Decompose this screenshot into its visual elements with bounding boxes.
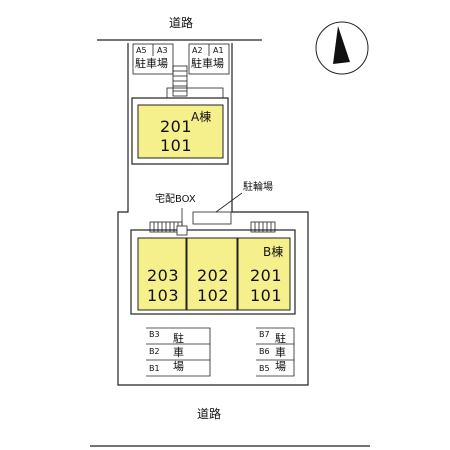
top-road-label: 道路 <box>169 16 194 30</box>
bicycle-parking-area <box>192 211 232 225</box>
building-a-outline <box>131 97 229 165</box>
building-a-label: A棟 <box>191 110 212 124</box>
unit-number: 201 <box>250 266 283 285</box>
north-arrow-icon <box>315 21 369 75</box>
bicycle-parking-leader <box>215 192 243 213</box>
building-b-unit-block-3 <box>237 237 291 311</box>
stairs-building-a <box>166 65 224 99</box>
building-b-unit-block-2 <box>186 237 238 311</box>
parking-lot-bottom-left <box>146 327 211 377</box>
unit-number: 102 <box>197 286 230 305</box>
parking-lot-label-char: 駐 <box>275 332 286 345</box>
building-a-unit-block <box>137 104 224 159</box>
site-boundary <box>117 43 309 386</box>
parking-code: A5 <box>136 46 147 55</box>
unit-number: 201 <box>160 117 193 136</box>
parking-code: A1 <box>213 46 224 55</box>
unit-number: 103 <box>147 286 180 305</box>
parking-lot-label-char: 駐 <box>173 332 184 345</box>
parking-code: A2 <box>192 46 203 55</box>
parking-code: B5 <box>259 364 270 373</box>
parking-code: B3 <box>149 330 160 339</box>
parking-code: B7 <box>259 330 270 339</box>
parking-lot-label-char: 車 <box>275 346 286 359</box>
building-b-outline <box>130 229 296 315</box>
unit-number: 202 <box>197 266 230 285</box>
parking-lot-label-char: 車 <box>173 346 184 359</box>
unit-number: 101 <box>250 286 283 305</box>
parking-code: B2 <box>149 347 160 356</box>
parking-lot-label-char: 場 <box>173 360 184 373</box>
parking-lot-top-left <box>132 43 174 75</box>
parking-lot-label: 駐車場 <box>135 57 168 70</box>
building-b-unit-block-1 <box>137 237 187 311</box>
unit-number: 101 <box>160 136 193 155</box>
parking-lot-bottom-right <box>256 327 295 377</box>
parking-lot-top-right <box>188 43 230 75</box>
bottom-road-label: 道路 <box>197 407 222 421</box>
parking-code: B6 <box>259 347 270 356</box>
stairs-building-b-right <box>250 221 276 233</box>
delivery-box-label: 宅配BOX <box>155 194 196 205</box>
unit-number: 203 <box>147 266 180 285</box>
building-b-label: B棟 <box>263 245 284 259</box>
parking-code: B1 <box>149 364 160 373</box>
parking-code: A3 <box>157 46 168 55</box>
bicycle-parking-label: 駐輪場 <box>243 182 273 193</box>
parking-lot-label-char: 場 <box>275 360 286 373</box>
delivery-box <box>176 225 188 236</box>
parking-lot-label: 駐車場 <box>191 57 224 70</box>
